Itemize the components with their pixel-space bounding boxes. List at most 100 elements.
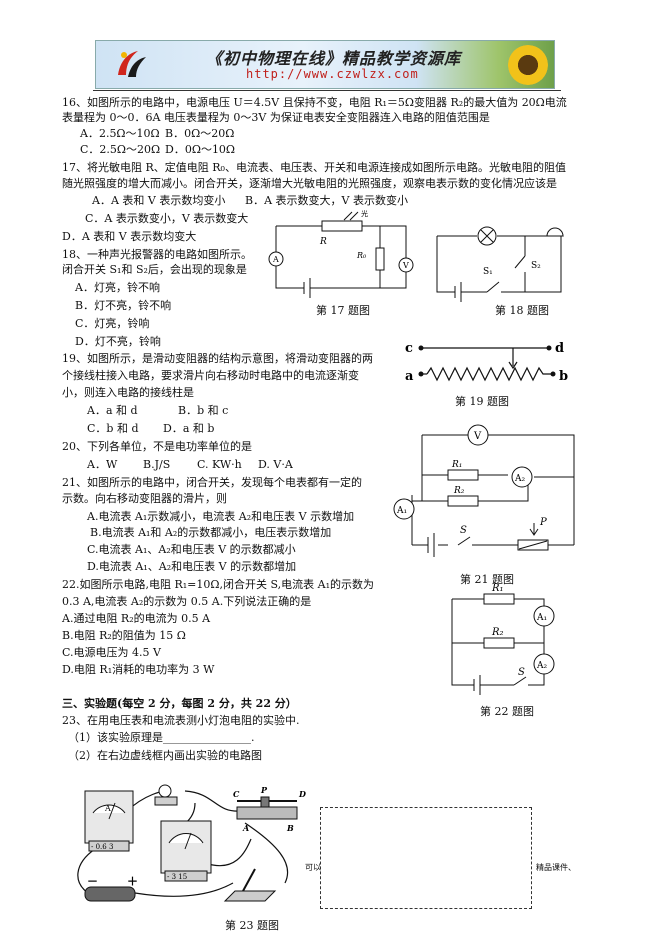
q19-terminal-a-icon bbox=[418, 371, 424, 377]
q20-option-a: A．W bbox=[87, 458, 118, 471]
q23-label-c: C bbox=[233, 789, 240, 799]
q20-option-d: D. V·A bbox=[258, 458, 293, 471]
q23-ammeter-range: - 0.6 3 bbox=[91, 843, 113, 851]
q23-answer-box[interactable] bbox=[320, 807, 532, 909]
q21-option-b: B.电流表 A₁和 A₂的示数都减小，电压表示数增加 bbox=[90, 526, 332, 539]
q22-line2: 0.3 A,电流表 A₂的示数为 0.5 A.下列说法正确的是 bbox=[62, 595, 312, 608]
q16-option-b: B．0Ω～20Ω bbox=[165, 127, 235, 140]
q23-bleed-left: 可以 bbox=[305, 863, 321, 872]
q23-switch-icon bbox=[223, 890, 277, 902]
q23-bulb-icon bbox=[158, 784, 172, 798]
q20-option-c: C. KW·h bbox=[197, 458, 242, 471]
q21-option-a: A.电流表 A₁示数减小，电流表 A₂和电压表 V 示数增加 bbox=[87, 510, 355, 523]
q17-option-b: B．A 表示数变大，V 表示数变小 bbox=[245, 194, 408, 207]
q19-label-a: a bbox=[405, 369, 414, 384]
q19-label-c: c bbox=[405, 341, 413, 356]
banner-title: 《初中物理在线》精品教学资源库 bbox=[206, 49, 462, 68]
q21-ammeter-a1-icon bbox=[393, 498, 415, 520]
q22-ammeter-a2-icon bbox=[533, 653, 555, 675]
q17-line2: 随光照强度的增大而减小。闭合开关，逐渐增大光敏电阻的光照强度，观察电表示数的变化… bbox=[62, 177, 557, 190]
q22-caption: 第 22 题图 bbox=[480, 705, 534, 718]
q20-line1: 20、下列各单位，不是电功率单位的是 bbox=[62, 440, 252, 453]
q23-battery-icon bbox=[84, 886, 136, 902]
q18-option-d: D．灯不亮，铃响 bbox=[75, 335, 161, 348]
q23-line1: 23、在用电压表和电流表测小灯泡电阻的实验中. bbox=[62, 714, 300, 727]
q18-label-s1: S₁ bbox=[483, 267, 493, 277]
q16-line2: 表量程为 0～0．6A 电压表量程为 0～3V 为保证电表安全变阻器连入电路的阻… bbox=[62, 111, 490, 124]
q23-ammeter-icon bbox=[84, 790, 134, 844]
q22-label-s: S bbox=[518, 667, 525, 678]
banner-url: http://www.czwlzx.com bbox=[246, 67, 419, 81]
sunflower-icon bbox=[508, 45, 548, 85]
q21-label-p: P bbox=[539, 517, 547, 528]
q19-line3: 小，则连入电路的接线柱是 bbox=[62, 386, 194, 399]
q22-circuit-diagram: R₁ R₂ A₁ A₂ S bbox=[451, 583, 555, 695]
q19-label-b: b bbox=[559, 369, 568, 384]
q18-option-a: A．灯亮，铃不响 bbox=[75, 281, 160, 294]
q19-terminal-b-icon bbox=[550, 371, 556, 377]
q21-option-d: D.电流表 A₁、A₂和电压表 V 的示数都增加 bbox=[87, 560, 297, 573]
q21-line2: 示数。向右移动变阻器的滑片，则 bbox=[62, 492, 227, 505]
header-rule bbox=[93, 90, 561, 91]
q17-voltmeter-icon bbox=[398, 257, 414, 273]
q21-circuit-diagram: V A₂ A₁ R₁ R₂ S P bbox=[393, 424, 575, 557]
q21-label-v: V bbox=[473, 431, 482, 442]
q21-ammeter-a2-icon bbox=[511, 466, 533, 488]
q22-option-d: D.电阻 R₁消耗的电功率为 3 W bbox=[62, 663, 215, 676]
q23-label-minus: － bbox=[87, 875, 98, 888]
q23-part1-text: （1）该实验原理是 bbox=[68, 731, 163, 744]
q23-ammeter-a-label: A bbox=[104, 804, 111, 813]
q17-label-r0: R₀ bbox=[356, 251, 367, 260]
q19-rheostat-diagram: c d a b bbox=[405, 341, 568, 384]
q21-label-r2: R₂ bbox=[453, 486, 465, 496]
q20-option-b: B.J/S bbox=[143, 458, 171, 471]
q19-terminal-c-icon bbox=[418, 345, 424, 351]
q17-label-a: A bbox=[272, 255, 279, 264]
q18-caption: 第 18 题图 bbox=[495, 304, 549, 317]
q23-bleed-right: 精品课件、 bbox=[536, 863, 576, 872]
q22-line1: 22.如图所示电路,电阻 R₁=10Ω,闭合开关 S,电流表 A₁的示数为 bbox=[62, 578, 374, 591]
q17-ammeter-icon bbox=[268, 251, 284, 267]
q23-rheostat-icon bbox=[236, 806, 298, 820]
q19-option-c: C．b 和 d bbox=[87, 422, 139, 435]
q23-caption: 第 23 题图 bbox=[225, 919, 279, 932]
q18-bell-icon bbox=[546, 227, 564, 237]
q19-label-d: d bbox=[555, 341, 564, 356]
q23-part1-blank[interactable]: ________________. bbox=[163, 731, 255, 744]
q19-option-d: D．a 和 b bbox=[163, 422, 215, 435]
site-logo-icon bbox=[118, 51, 146, 77]
q19-line2: 个接线柱接入电路，要求滑片向右移动时电路中的电流逐渐变 bbox=[62, 369, 359, 382]
q22-label-r2: R₂ bbox=[491, 627, 504, 638]
q18-circuit-diagram: S₁ S₂ bbox=[436, 226, 564, 302]
q16-option-c: C．2.5Ω～20Ω bbox=[80, 143, 161, 156]
section3-heading: 三、实验题(每空 2 分，每图 2 分，共 22 分） bbox=[62, 697, 297, 710]
q18-line2: 闭合开关 S₁和 S₂后，会出现的现象是 bbox=[62, 263, 247, 276]
q17-label-light: 光 bbox=[361, 209, 368, 218]
q22-label-r1: R₁ bbox=[491, 583, 504, 594]
q16-option-a: A．2.5Ω～10Ω bbox=[80, 127, 160, 140]
q17-option-c: C．A 表示数变小，V 表示数变大 bbox=[85, 212, 249, 225]
q18-line1: 18、一种声光报警器的电路如图所示。 bbox=[62, 248, 252, 261]
q22-label-a1: A₁ bbox=[536, 613, 547, 623]
q21-label-a1: A₁ bbox=[396, 506, 407, 516]
header-banner: 《初中物理在线》精品教学资源库 http://www.czwlzx.com bbox=[95, 40, 555, 89]
q19-option-a: A．a 和 d bbox=[87, 404, 138, 417]
q17-caption: 第 17 题图 bbox=[316, 304, 370, 317]
q17-label-r: R bbox=[319, 237, 327, 247]
q23-label-plus: ＋ bbox=[127, 875, 138, 888]
q23-label-b: B bbox=[286, 823, 294, 833]
q23-label-d: D bbox=[298, 789, 306, 799]
q16-line1: 16、如图所示的电路中，电源电压 U＝4.5V 且保持不变，电阻 R₁＝5Ω变阻… bbox=[62, 96, 567, 109]
q23-voltmeter-range: - 3 15 bbox=[167, 873, 187, 881]
q23-apparatus-figure: A - 0.6 3 - 3 15 C P D A B － ＋ bbox=[77, 784, 306, 902]
q21-line1: 21、如图所示的电路中，闭合开关，发现每个电表都有一定的 bbox=[62, 476, 362, 489]
q17-line1: 17、将光敏电阻 R、定值电阻 R₀、电流表、电压表、开关和电源连接成如图所示电… bbox=[62, 161, 566, 174]
q23-label-p: P bbox=[260, 785, 268, 795]
q23-part1: （1）该实验原理是________________. bbox=[68, 731, 255, 745]
q19-caption: 第 19 题图 bbox=[455, 395, 509, 408]
q22-label-a2: A₂ bbox=[536, 661, 547, 671]
q22-option-c: C.电源电压为 4.5 V bbox=[62, 646, 161, 659]
q21-label-s: S bbox=[460, 525, 467, 536]
q18-option-c: C．灯亮，铃响 bbox=[75, 317, 150, 330]
q23-part2: （2）在右边虚线框内画出实验的电路图 bbox=[68, 749, 262, 762]
